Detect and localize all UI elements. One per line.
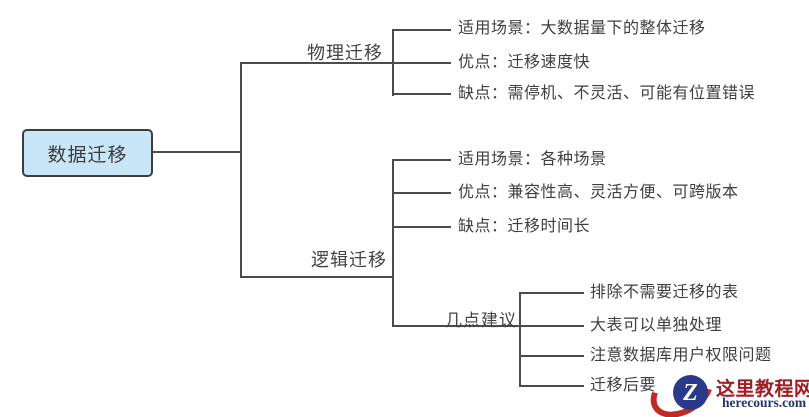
connector-advice-tick-1 xyxy=(519,292,584,294)
leaf-advice-user-permissions[interactable]: 注意数据库用户权限问题 xyxy=(590,347,772,364)
connector-advice-branch xyxy=(392,325,584,327)
watermark-site-domain: herecours.com xyxy=(722,395,807,410)
topic-suggestions[interactable]: 几点建议 xyxy=(445,311,517,330)
leaf-physical-cons[interactable]: 缺点：需停机、不灵活、可能有位置错误 xyxy=(458,85,756,102)
connector-advice-tick-3 xyxy=(519,355,584,357)
connector-logical-tick-1 xyxy=(392,159,451,161)
connector-advice-spine xyxy=(519,292,521,387)
connector-main-spine xyxy=(240,62,242,278)
leaf-advice-large-tables[interactable]: 大表可以单独处理 xyxy=(590,317,723,334)
root-topic-data-migration[interactable]: 数据迁移 xyxy=(22,129,153,177)
leaf-advice-after-migration[interactable]: 迁移后要 xyxy=(590,377,657,394)
watermark-site-name: 这里教程网 xyxy=(716,379,809,400)
connector-physical-branch xyxy=(240,62,451,64)
connector-physical-tick-1 xyxy=(392,29,451,31)
leaf-physical-pros[interactable]: 优点：迁移速度快 xyxy=(458,54,591,71)
watermark-logo-letter: Z xyxy=(683,379,698,406)
leaf-advice-exclude-tables[interactable]: 排除不需要迁移的表 xyxy=(590,284,739,301)
connector-logical-tick-2 xyxy=(392,192,451,194)
connector-logical-spine xyxy=(392,159,394,327)
leaf-physical-scenario[interactable]: 适用场景：大数据量下的整体迁移 xyxy=(458,20,706,37)
connector-physical-spine xyxy=(392,29,394,96)
leaf-logical-pros[interactable]: 优点：兼容性高、灵活方便、可跨版本 xyxy=(458,184,739,201)
leaf-logical-cons[interactable]: 缺点：迁移时间长 xyxy=(458,218,591,235)
topic-physical-migration[interactable]: 物理迁移 xyxy=(307,43,383,63)
connector-logical-branch xyxy=(240,276,394,278)
connector-root-to-spine xyxy=(153,151,242,153)
connector-physical-tick-3 xyxy=(392,93,451,95)
watermark-logo-icon: Z xyxy=(673,375,708,410)
connector-logical-tick-3 xyxy=(392,226,451,228)
connector-advice-tick-4 xyxy=(519,385,584,387)
leaf-logical-scenario[interactable]: 适用场景：各种场景 xyxy=(458,151,607,168)
topic-logical-migration[interactable]: 逻辑迁移 xyxy=(311,250,387,270)
